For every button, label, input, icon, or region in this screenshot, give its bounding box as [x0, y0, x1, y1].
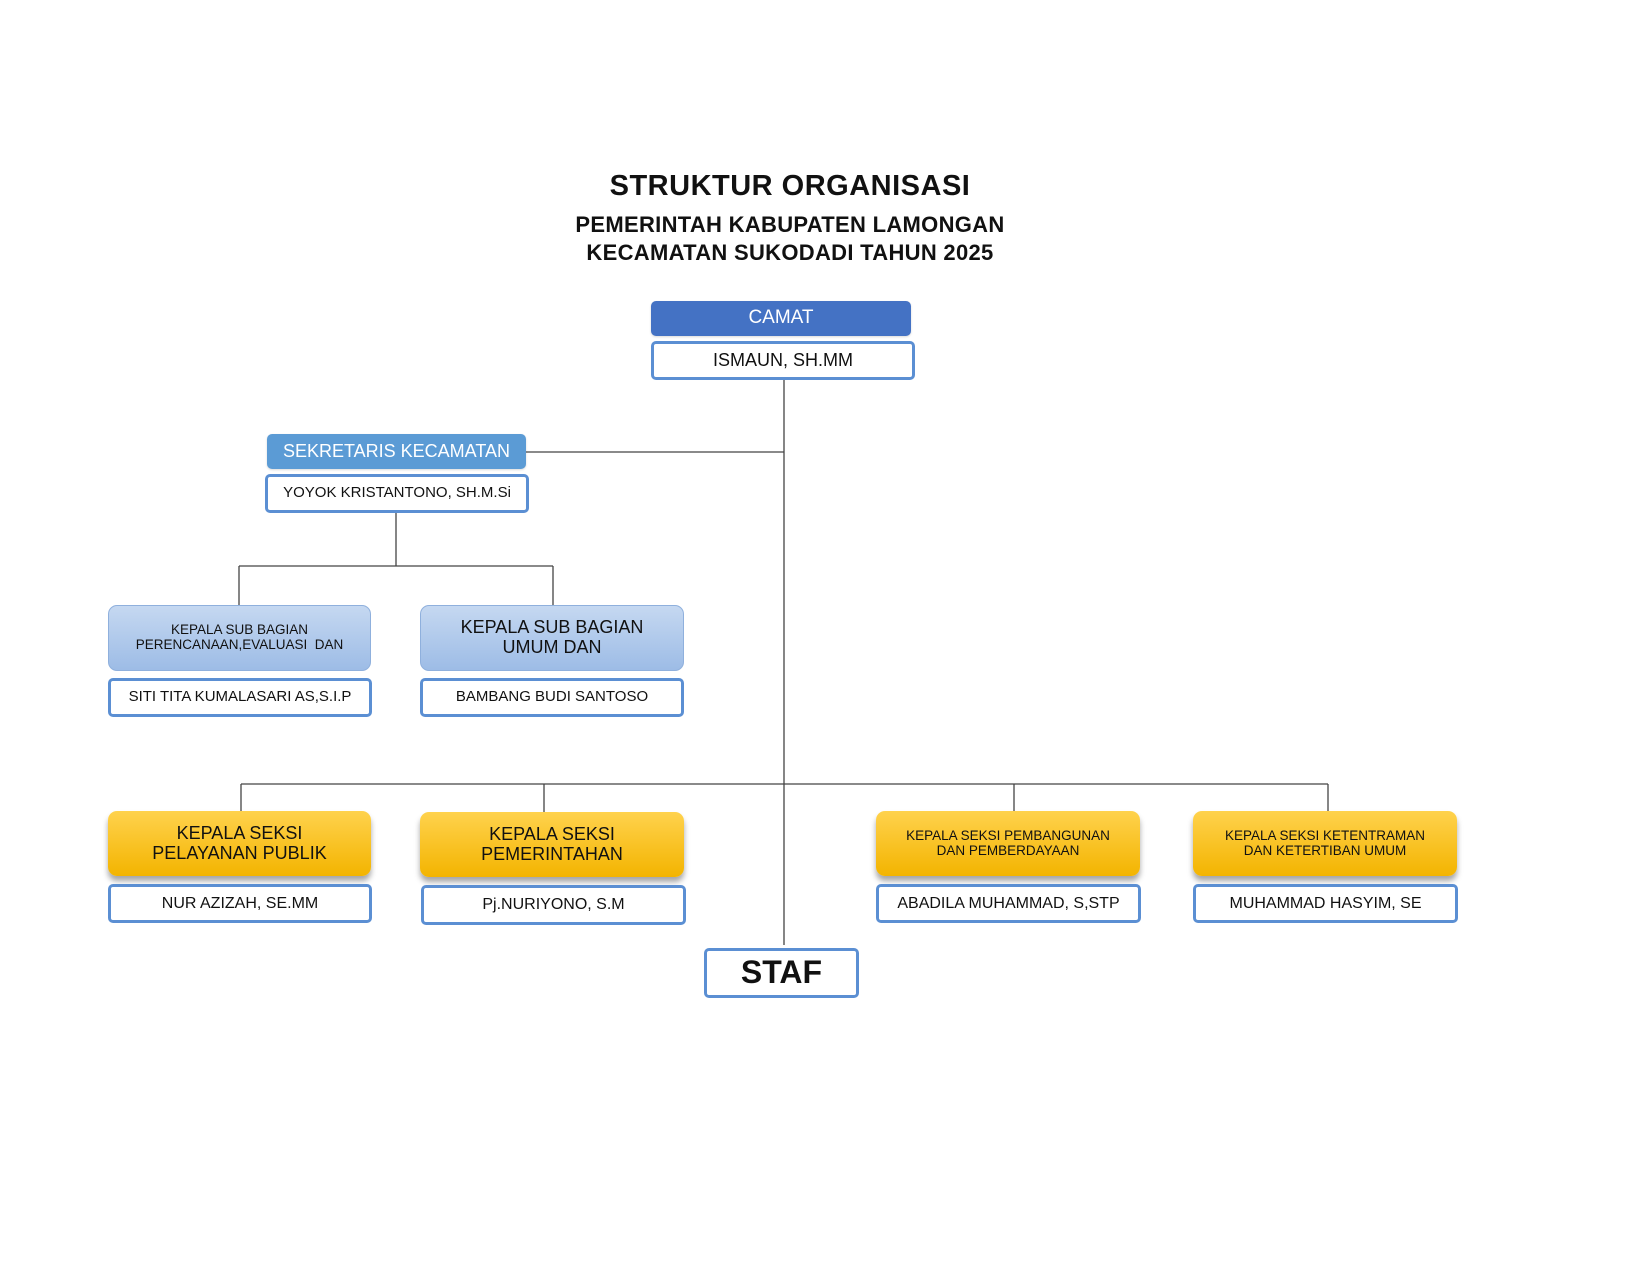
seksi-pelayanan-position-line2: PELAYANAN PUBLIK [152, 842, 327, 863]
subbag-umum-name-box: BAMBANG BUDI SANTOSO [420, 678, 684, 717]
sekretaris-name-box: YOYOK KRISTANTONO, SH.M.Si [265, 474, 529, 513]
seksi-pemerintahan-name: Pj.NURIYONO, S.M [482, 896, 625, 914]
seksi-pemerintahan-name-box: Pj.NURIYONO, S.M [421, 885, 686, 925]
subbag-perencanaan-name-box: SITI TITA KUMALASARI AS,S.I.P [108, 678, 372, 717]
subbag-umum-position-line1: KEPALA SUB BAGIAN [460, 617, 644, 638]
seksi-ketentraman-position-box: KEPALA SEKSI KETENTRAMAN DAN KETERTIBAN … [1193, 811, 1457, 876]
seksi-ketentraman-name-box: MUHAMMAD HASYIM, SE [1193, 884, 1458, 923]
page-subtitle-line1: PEMERINTAH KABUPATEN LAMONGAN [575, 212, 1005, 237]
seksi-pemerintahan-position-line1: KEPALA SEKSI [489, 823, 615, 844]
camat-name: ISMAUN, SH.MM [712, 349, 853, 370]
seksi-pemerintahan-position-box: KEPALA SEKSI PEMERINTAHAN [420, 812, 684, 877]
page-subtitle-line2: KECAMATAN SUKODADI TAHUN 2025 [586, 240, 994, 265]
seksi-pelayanan-name: NUR AZIZAH, SE.MM [161, 894, 319, 912]
seksi-pembangunan-name: ABADILA MUHAMMAD, S,STP [897, 894, 1120, 912]
camat-position-box: CAMAT [651, 301, 911, 336]
seksi-pelayanan-position-line1: KEPALA SEKSI [176, 822, 303, 843]
camat-name-box: ISMAUN, SH.MM [651, 341, 915, 380]
staf-label: STAF [740, 954, 823, 991]
seksi-ketentraman-position-line2: DAN KETERTIBAN UMUM [1243, 842, 1407, 858]
sekretaris-position-label: SEKRETARIS KECAMATAN [282, 440, 511, 461]
camat-position-label: CAMAT [748, 307, 814, 329]
sekretaris-position-box: SEKRETARIS KECAMATAN [267, 434, 526, 469]
subbag-perencanaan-position-box: KEPALA SUB BAGIAN PERENCANAAN,EVALUASI D… [108, 605, 371, 671]
seksi-pembangunan-position-line2: DAN PEMBERDAYAAN [936, 842, 1080, 858]
seksi-pembangunan-position-box: KEPALA SEKSI PEMBANGUNAN DAN PEMBERDAYAA… [876, 811, 1140, 876]
subbag-umum-name: BAMBANG BUDI SANTOSO [455, 688, 649, 706]
seksi-pembangunan-position-line1: KEPALA SEKSI PEMBANGUNAN [906, 827, 1110, 843]
seksi-ketentraman-position-line1: KEPALA SEKSI KETENTRAMAN [1224, 827, 1426, 843]
seksi-ketentraman-name: MUHAMMAD HASYIM, SE [1229, 894, 1422, 912]
staf-box: STAF [704, 948, 859, 998]
subbag-umum-position-box: KEPALA SUB BAGIAN UMUM DAN [420, 605, 684, 671]
subbag-perencanaan-position-line2: PERENCANAAN,EVALUASI DAN [135, 637, 344, 652]
seksi-pelayanan-position-box: KEPALA SEKSI PELAYANAN PUBLIK [108, 811, 371, 876]
subbag-perencanaan-name: SITI TITA KUMALASARI AS,S.I.P [128, 688, 352, 706]
seksi-pemerintahan-position-line2: PEMERINTAHAN [481, 843, 623, 864]
seksi-pelayanan-name-box: NUR AZIZAH, SE.MM [108, 884, 372, 923]
seksi-pembangunan-name-box: ABADILA MUHAMMAD, S,STP [876, 884, 1141, 923]
subbag-perencanaan-position-line1: KEPALA SUB BAGIAN [170, 622, 309, 638]
subbag-umum-position-line2: UMUM DAN [502, 637, 602, 657]
sekretaris-name: YOYOK KRISTANTONO, SH.M.Si [283, 484, 511, 502]
page-title: STRUKTUR ORGANISASI [609, 170, 971, 202]
